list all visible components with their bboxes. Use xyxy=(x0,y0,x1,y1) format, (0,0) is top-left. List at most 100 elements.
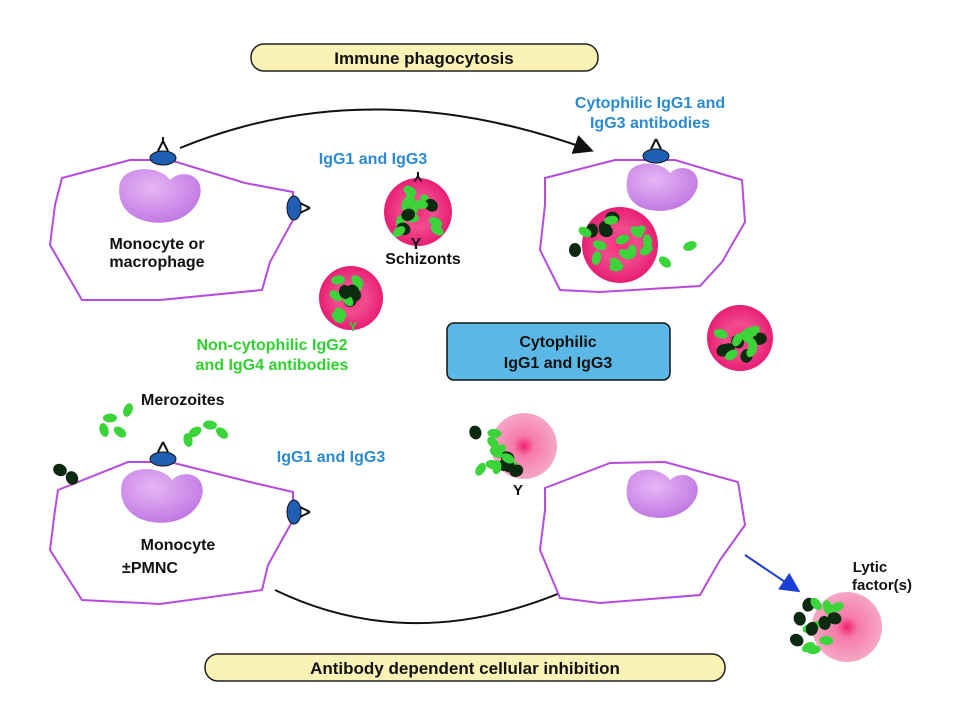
top-title: Immune phagocytosis xyxy=(334,49,513,68)
center-box-line-1: Cytophilic xyxy=(519,334,596,351)
fc-receptor-icon xyxy=(149,441,177,467)
merozoite-dark xyxy=(752,332,767,345)
lytic-arrow xyxy=(744,554,801,593)
monocyte-cell-bottom-left: Monocyte ±PMNC xyxy=(48,461,294,606)
noncytophilic-label-1: Non-cytophilic IgG2 xyxy=(196,337,347,354)
merozoite-green xyxy=(429,217,443,228)
merozoite-green xyxy=(740,330,752,343)
merozoite-green xyxy=(403,185,417,197)
merozoite-green xyxy=(578,226,592,238)
merozoite-green xyxy=(183,433,193,447)
merozoite-green xyxy=(713,329,728,339)
merozoite-green xyxy=(123,403,133,417)
merozoite-green xyxy=(633,225,646,237)
merozoite-dark xyxy=(569,243,581,257)
effector-cell-bottom-right xyxy=(538,460,747,605)
antibody-y-bottom: Y xyxy=(513,482,523,499)
monocyte-macrophage-label-1: Monocyte or xyxy=(109,236,204,253)
merozoite-clusters xyxy=(53,185,844,655)
merozoite-dark xyxy=(598,224,613,238)
monocyte-macrophage-label-2: macrophage xyxy=(109,254,204,271)
merozoite-green xyxy=(203,420,217,430)
cytophilic-antibodies-label-1: Cytophilic IgG1 and xyxy=(575,95,725,112)
igg-label-bottom: IgG1 and IgG3 xyxy=(277,449,386,466)
cytophilic-box: Cytophilic IgG1 and IgG3 xyxy=(446,322,671,381)
fc-receptor-icon xyxy=(149,137,177,166)
merozoite-dark xyxy=(827,612,842,625)
merozoite-dark xyxy=(469,425,482,440)
merozoite-green xyxy=(501,453,515,464)
merozoite-green xyxy=(103,413,117,423)
merozoite-green xyxy=(113,426,127,438)
merozoite-dark xyxy=(65,471,79,485)
igg-label-top: IgG1 and IgG3 xyxy=(319,151,428,168)
merozoite-green xyxy=(334,307,347,320)
merozoite-dark xyxy=(424,198,438,212)
merozoite-green xyxy=(615,234,630,245)
merozoite-green xyxy=(392,226,406,238)
merozoites-label: Merozoites xyxy=(141,392,225,409)
merozoite-green xyxy=(592,240,607,251)
bottom-title-pill: Antibody dependent cellular inhibition xyxy=(204,653,726,682)
antibody-y-label: Y xyxy=(411,236,422,253)
antibody-y-green: Y xyxy=(349,319,358,334)
top-curved-arrow xyxy=(179,108,594,154)
merozoite-green xyxy=(487,428,502,438)
schizonts-label: Schizonts xyxy=(385,251,461,268)
merozoite-green xyxy=(810,597,822,611)
monocyte-label-1: Monocyte xyxy=(141,537,216,554)
merozoite-green xyxy=(329,290,343,302)
merozoite-green xyxy=(642,234,652,249)
noncytophilic-label-2: and IgG4 antibodies xyxy=(196,357,349,374)
merozoite-dark xyxy=(818,616,831,630)
center-box-line-2: IgG1 and IgG3 xyxy=(504,355,613,372)
merozoite-green xyxy=(725,349,738,361)
monocyte-label-2: ±PMNC xyxy=(122,560,178,577)
merozoite-green xyxy=(830,602,844,613)
merozoite-green xyxy=(683,241,697,251)
merozoite-green xyxy=(801,641,816,653)
nucleus xyxy=(119,169,201,223)
cytophilic-antibodies-label-2: IgG3 antibodies xyxy=(590,115,710,132)
merozoite-dark xyxy=(789,633,804,647)
merozoite-green xyxy=(215,427,229,439)
merozoite-green xyxy=(430,224,444,236)
merozoite-dark xyxy=(339,285,352,299)
top-title-pill: Immune phagocytosis xyxy=(250,43,599,72)
merozoite-dark xyxy=(805,621,818,636)
merozoite-green xyxy=(401,197,412,211)
fc-receptor-icon xyxy=(286,499,311,525)
merozoite-green xyxy=(99,423,109,437)
merozoite-green xyxy=(822,600,833,615)
merozoite-green xyxy=(489,447,503,458)
merozoite-green xyxy=(819,635,834,646)
antibody-y-top: Y xyxy=(413,169,423,185)
merozoite-green xyxy=(492,460,502,475)
fc-receptor-icon xyxy=(286,195,311,221)
merozoite-green xyxy=(188,426,202,438)
merozoite-green xyxy=(604,215,619,225)
merozoite-green xyxy=(413,199,428,210)
merozoite-green xyxy=(627,244,637,259)
merozoite-dark xyxy=(793,611,806,626)
nucleus xyxy=(626,163,698,211)
merozoite-green xyxy=(487,436,500,449)
macrophage-cell-top-left: Monocyte or macrophage xyxy=(48,159,294,301)
merozoite-green xyxy=(609,257,622,270)
lytic-factor-label-1: Lytic xyxy=(853,559,887,576)
merozoite-green xyxy=(746,344,757,358)
lytic-factor-label-2: factor(s) xyxy=(852,577,912,594)
bottom-title: Antibody dependent cellular inhibition xyxy=(310,659,620,678)
merozoite-green xyxy=(331,275,345,285)
merozoite-green xyxy=(732,333,743,347)
merozoite-green xyxy=(658,256,672,268)
fc-receptor-icon xyxy=(642,138,670,164)
merozoite-green xyxy=(475,462,486,476)
bottom-curved-arrow xyxy=(274,579,589,625)
nucleus xyxy=(626,469,698,518)
nucleus xyxy=(121,469,203,523)
merozoite-green xyxy=(591,251,602,265)
merozoite-dark xyxy=(509,464,524,478)
merozoite-dark xyxy=(53,463,67,477)
